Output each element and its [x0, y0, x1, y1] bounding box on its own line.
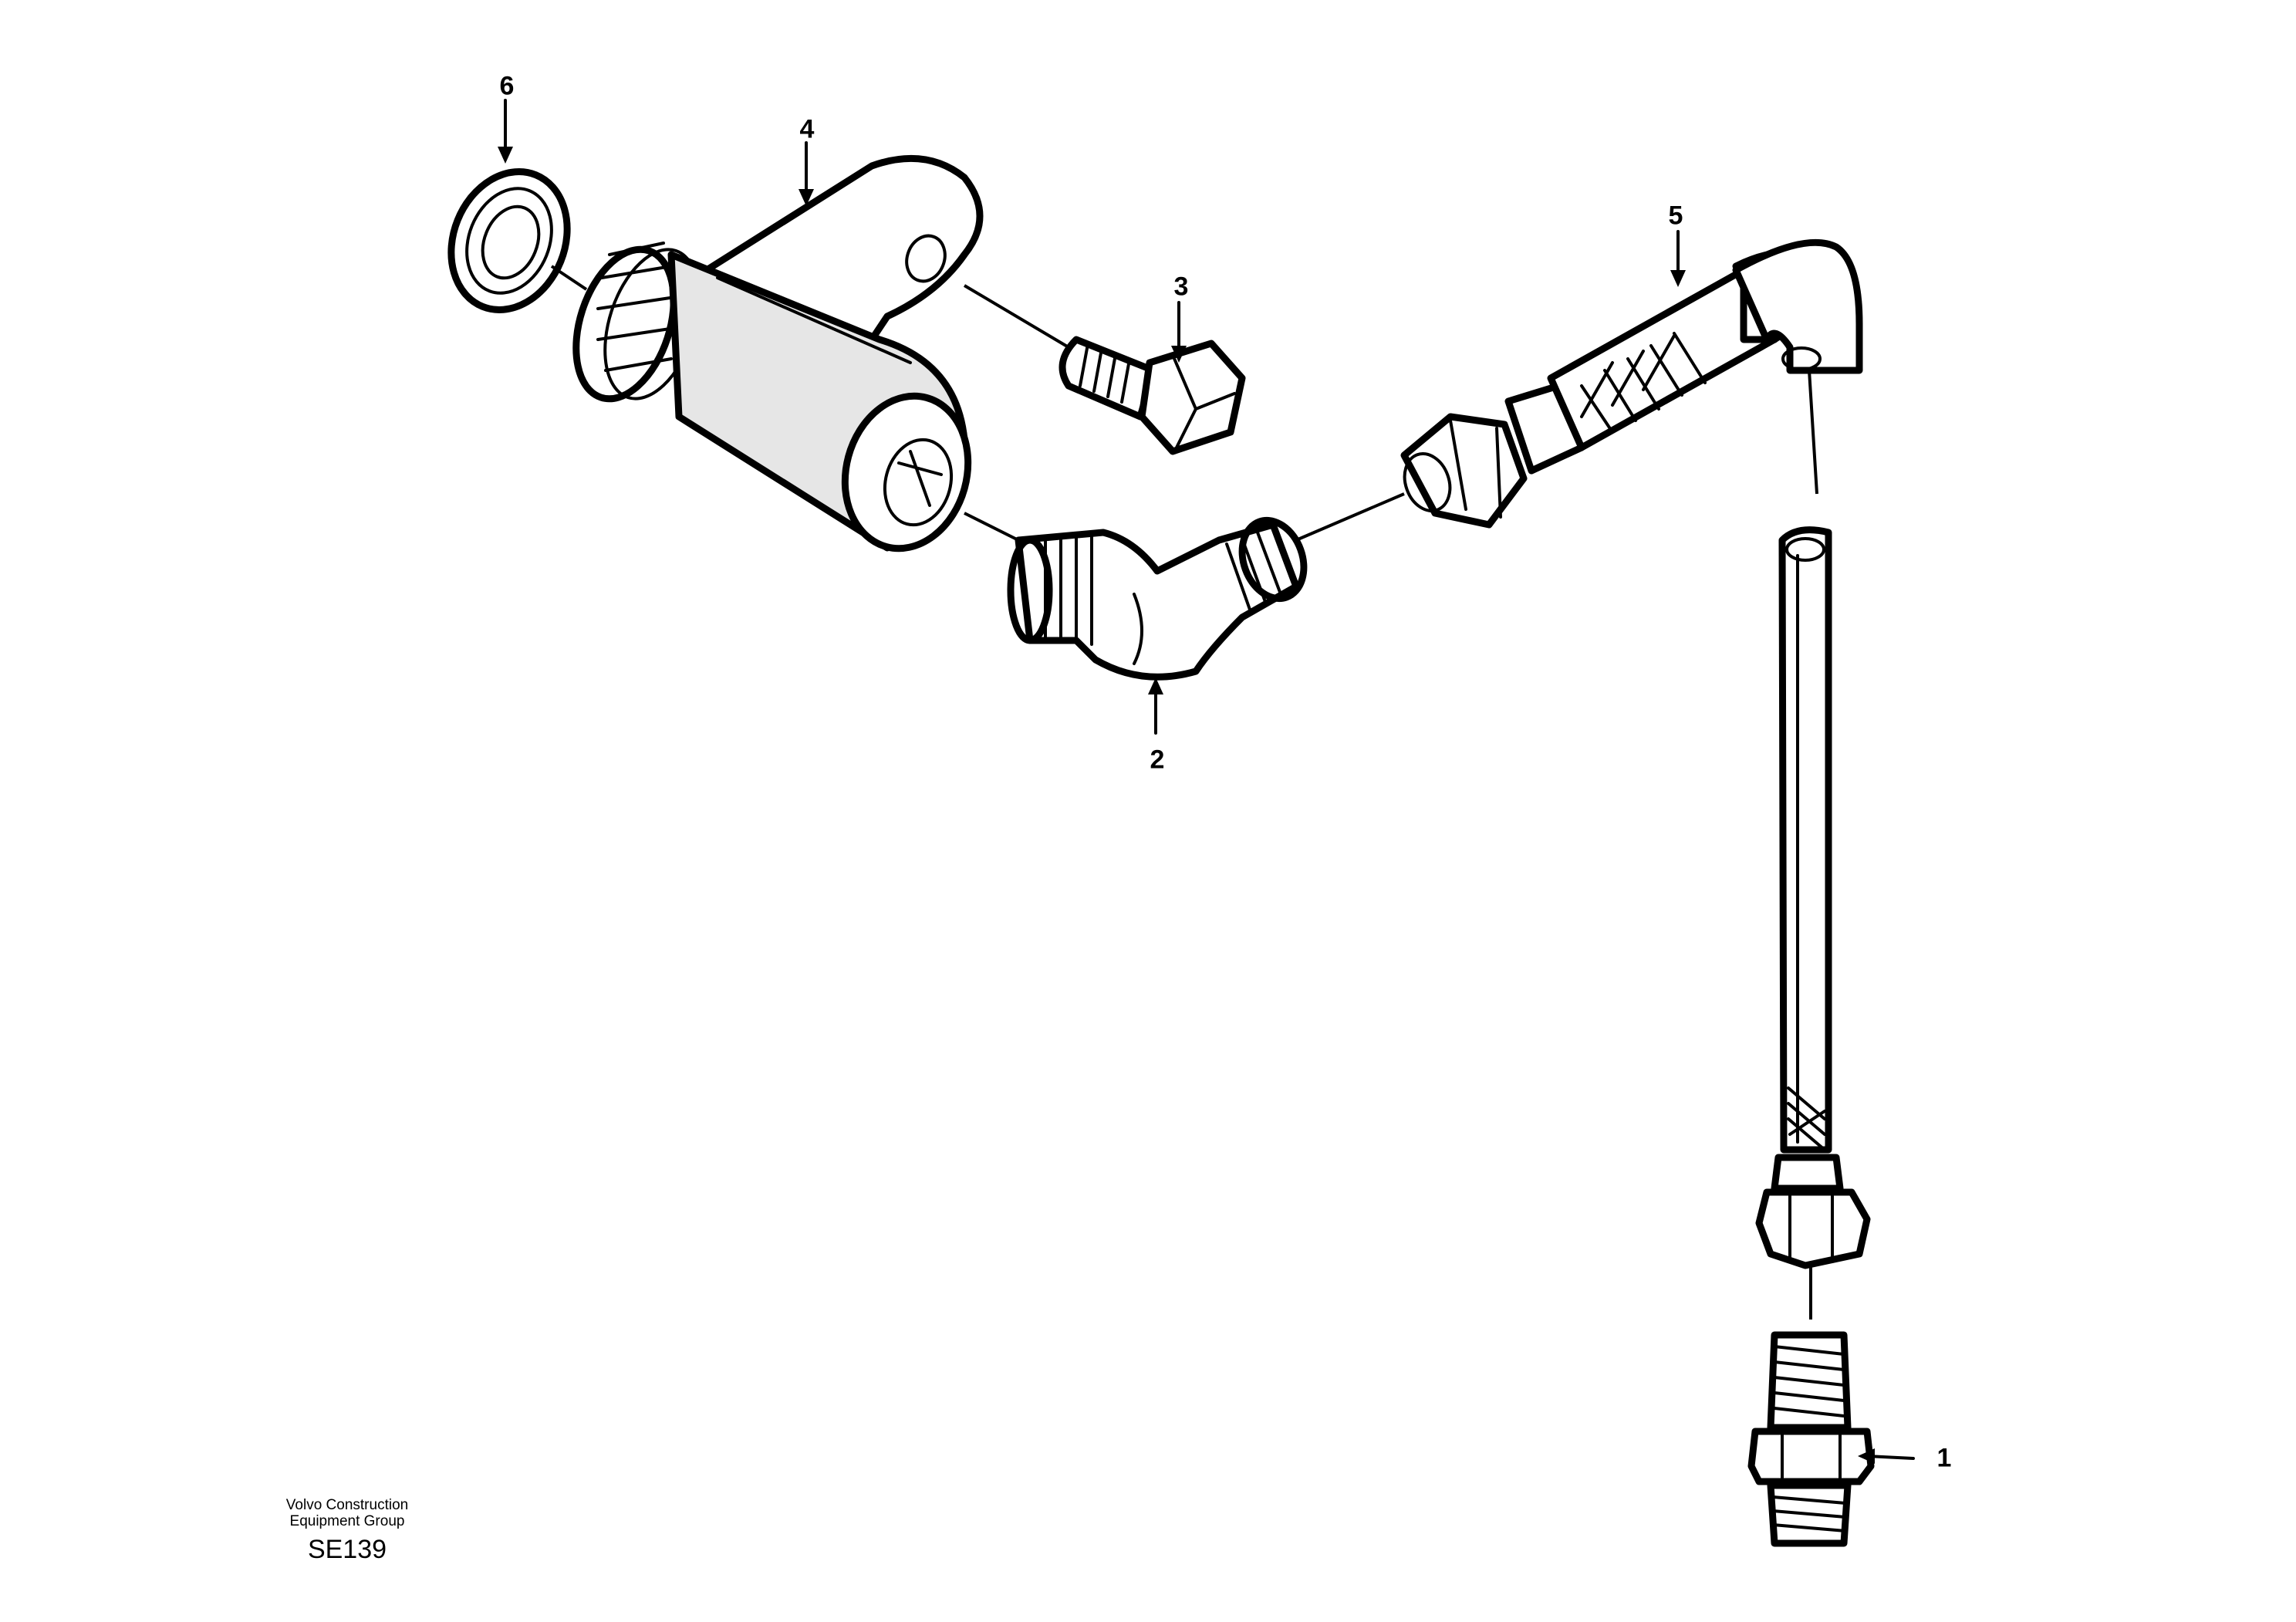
callout-6: 6	[499, 71, 515, 101]
part-2-elbow	[1007, 516, 1308, 681]
part-6-sealing-washer	[447, 168, 571, 313]
callout-2: 2	[1150, 745, 1165, 775]
company-name-line2: Equipment Group	[289, 1513, 405, 1529]
callout-4: 4	[799, 114, 815, 144]
part-1-male-connector	[1747, 1331, 1875, 1547]
part-4-bracket-fitting	[572, 154, 984, 552]
callout-3: 3	[1173, 272, 1189, 302]
callout-1: 1	[1936, 1443, 1952, 1473]
leader-lines	[498, 99, 1915, 1464]
part-3-bolt	[1059, 336, 1246, 455]
drawing-footer: Volvo Construction Equipment Group SE139	[231, 1497, 463, 1566]
callout-5: 5	[1668, 201, 1683, 231]
assembly-guide-lines	[550, 265, 1405, 542]
company-name-line1: Volvo Construction	[285, 1497, 409, 1513]
part-5-hose-assembly	[1400, 238, 1871, 1269]
drawing-code: SE139	[307, 1535, 387, 1564]
